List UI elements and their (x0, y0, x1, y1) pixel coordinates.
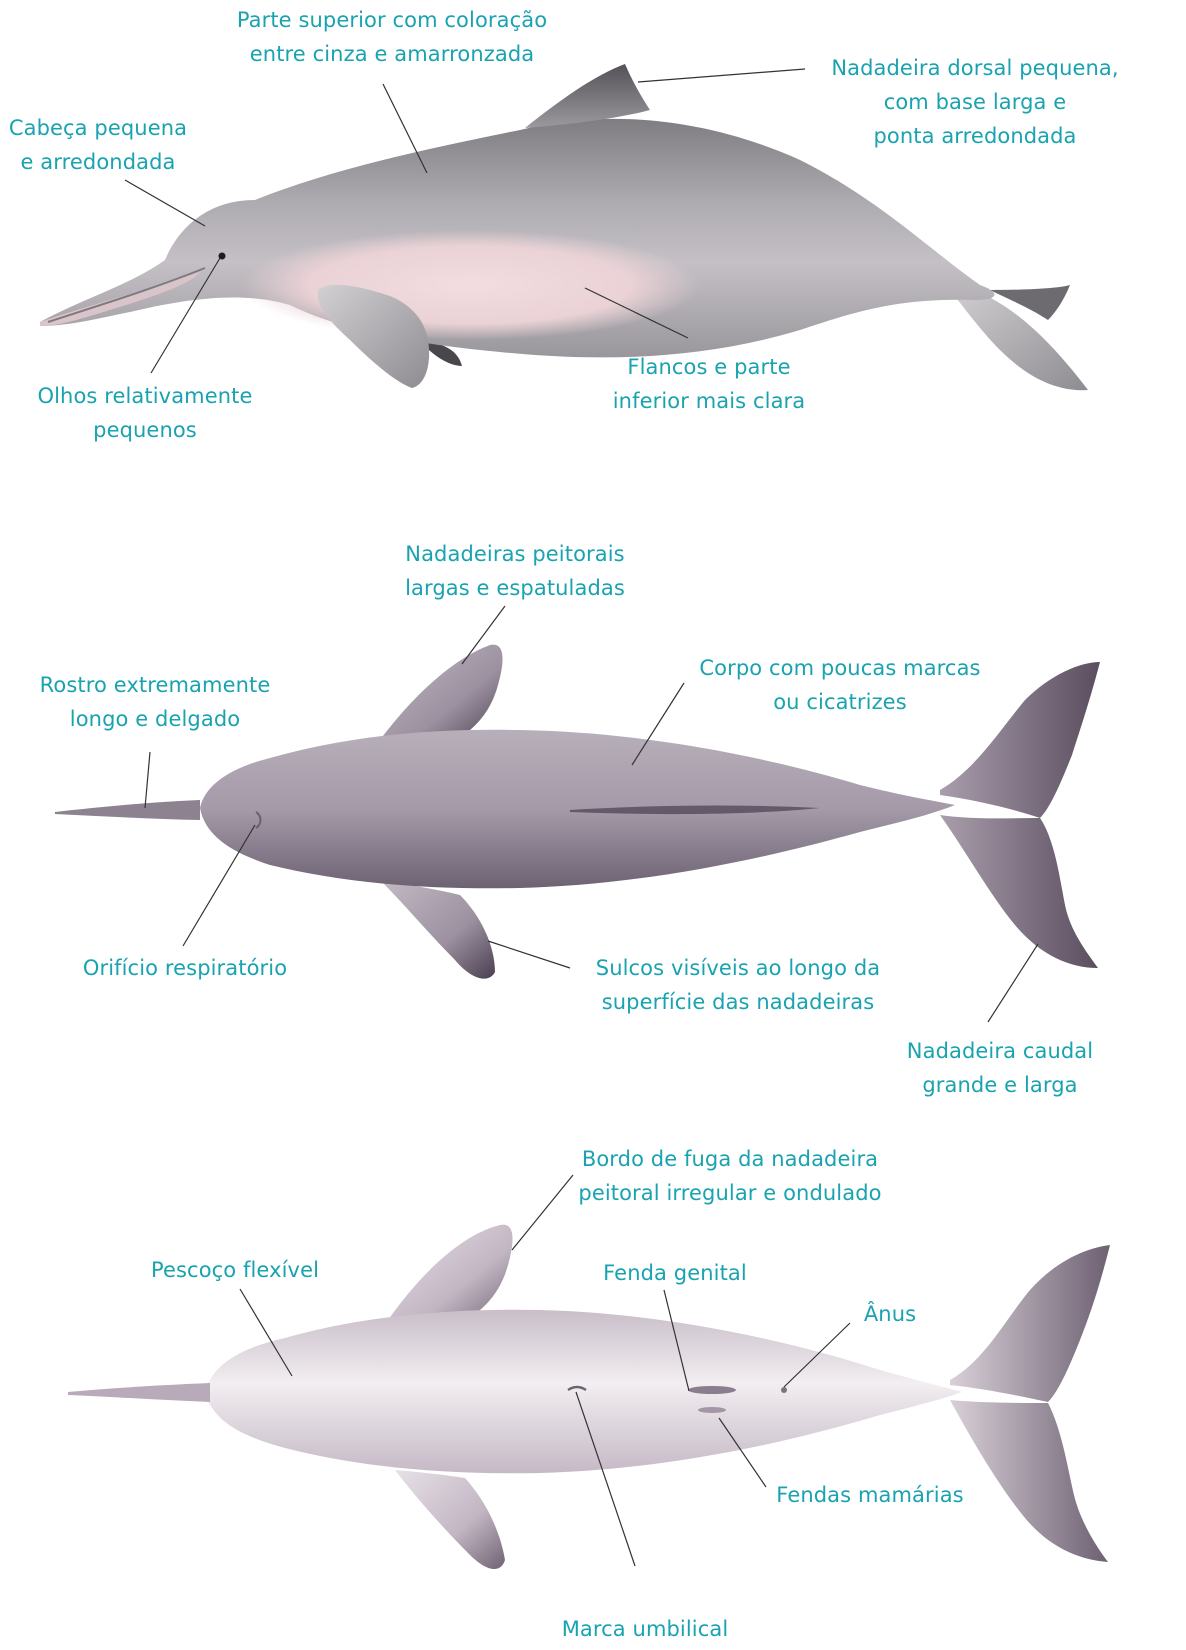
ventral-body (205, 1310, 962, 1474)
dorsal-lower-pectoral (380, 880, 495, 979)
label-mammary-slits: Fendas mamárias (760, 1478, 980, 1512)
label-genital-slit: Fenda genital (580, 1256, 770, 1290)
ventral-lower-pectoral (395, 1470, 505, 1569)
ventral-genital-slit (688, 1386, 736, 1394)
leader-fin-grooves (488, 941, 570, 968)
label-umbilical-mark: Marca umbilical (540, 1612, 750, 1646)
ventral-mammary-slit (698, 1407, 726, 1413)
label-anus: Ânus (840, 1297, 940, 1331)
label-flanks: Flancos e parte inferior mais clara (594, 350, 824, 418)
label-head: Cabeça pequena e arredondada (0, 111, 198, 179)
dorsal-rostrum (55, 800, 200, 820)
leader-dorsal-fin (638, 69, 805, 82)
side-belly (240, 230, 700, 340)
label-trailing-edge: Bordo de fuga da nadadeira peitoral irre… (560, 1142, 900, 1210)
leader-caudal-fin (988, 944, 1038, 1022)
ventral-rostrum (68, 1383, 210, 1402)
side-dorsal-fin (525, 64, 650, 128)
ventral-anus (781, 1387, 787, 1393)
leader-head (125, 180, 205, 226)
leader-rostrum (145, 752, 150, 808)
dorsal-lower-fluke (940, 815, 1098, 968)
label-caudal-fin: Nadadeira caudal grande e larga (880, 1034, 1120, 1102)
label-rostrum: Rostro extremamente longo e delgado (20, 668, 290, 736)
label-blowhole: Orifício respiratório (60, 951, 310, 985)
label-neck: Pescoço flexível (125, 1253, 345, 1287)
label-dorsal-fin: Nadadeira dorsal pequena, com base larga… (815, 51, 1135, 153)
label-fin-grooves: Sulcos visíveis ao longo da superfície d… (568, 951, 908, 1019)
label-eyes: Olhos relativamente pequenos (20, 379, 270, 447)
label-body-marks: Corpo com poucas marcas ou cicatrizes (680, 651, 1000, 719)
ventral-upper-fluke (950, 1245, 1110, 1402)
label-pectoral-fins: Nadadeiras peitorais largas e espatulada… (375, 537, 655, 605)
dorsal-body (200, 730, 955, 889)
leader-blowhole (183, 825, 255, 946)
label-top-color: Parte superior com coloração entre cinza… (222, 3, 562, 71)
